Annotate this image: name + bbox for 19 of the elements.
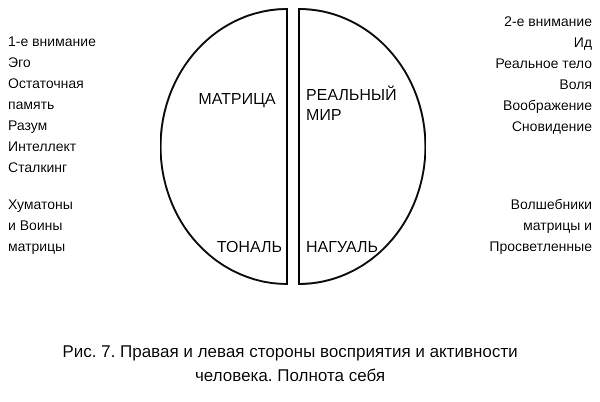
- list-item: Остаточная память: [8, 74, 85, 114]
- region-label: НАГУАЛЬ: [306, 238, 380, 258]
- list-item: Хуматоны и Воины матрицы: [8, 195, 74, 256]
- list-item: Эго: [8, 53, 32, 72]
- figure-caption: Рис. 7. Правая и левая стороны восприятия и активности человека. Полнота себя: [61, 341, 519, 387]
- list-item: Воля: [558, 75, 592, 94]
- list-item: Воображение: [502, 96, 592, 115]
- list-item: 2-е внимание: [503, 12, 592, 31]
- list-item: Разум: [8, 116, 48, 135]
- list-item: Интеллект: [8, 137, 78, 156]
- list-item: 1-е внимание: [8, 32, 97, 51]
- list-item: Ид: [572, 33, 592, 52]
- region-label: МАТРИЦА: [197, 90, 277, 110]
- region-label: РЕАЛЬНЫЙ МИР: [306, 86, 398, 126]
- list-item: Волшебники матрицы и Просветленные: [488, 195, 592, 256]
- list-item: Реальное тело: [494, 54, 592, 73]
- list-item: Сновидение: [510, 117, 592, 136]
- region-label: ТОНАЛЬ: [216, 238, 282, 258]
- list-item: Сталкинг: [8, 158, 68, 177]
